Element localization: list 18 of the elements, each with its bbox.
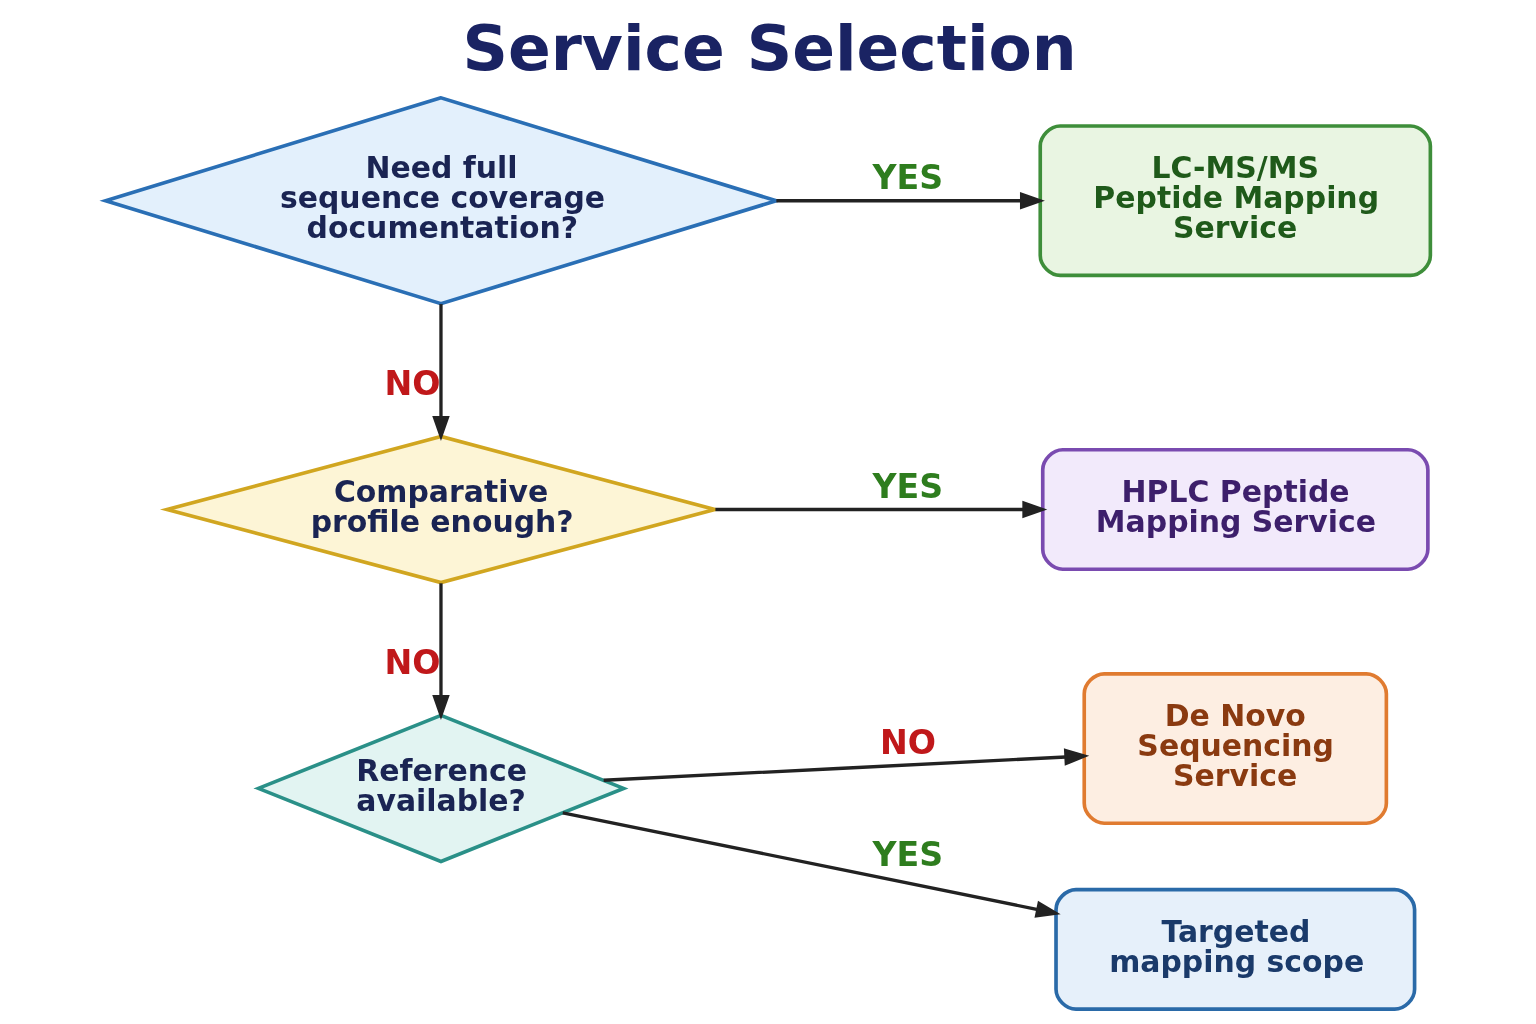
arrow	[776, 192, 1045, 210]
arrow	[432, 583, 450, 720]
arrow	[603, 748, 1090, 782]
arrow	[432, 304, 450, 441]
node-box: LC-MS/MS Peptide Mapping Service	[1038, 124, 1433, 278]
edge-label: YES	[872, 835, 944, 875]
arrow	[562, 811, 1061, 918]
node-box: De Novo Sequencing Service	[1082, 672, 1389, 826]
node-diamond: Reference available?	[253, 713, 629, 864]
node-box: Targeted mapping scope	[1054, 887, 1417, 1011]
edge-label: YES	[872, 158, 944, 198]
node-box: HPLC Peptide Mapping Service	[1040, 447, 1430, 572]
edge-label: YES	[872, 466, 944, 506]
edge-label: NO	[384, 643, 441, 683]
edge-label: NO	[384, 364, 441, 404]
diagram-title: Service Selection	[462, 11, 1077, 86]
edge-label: NO	[880, 722, 937, 762]
arrow	[715, 500, 1048, 519]
